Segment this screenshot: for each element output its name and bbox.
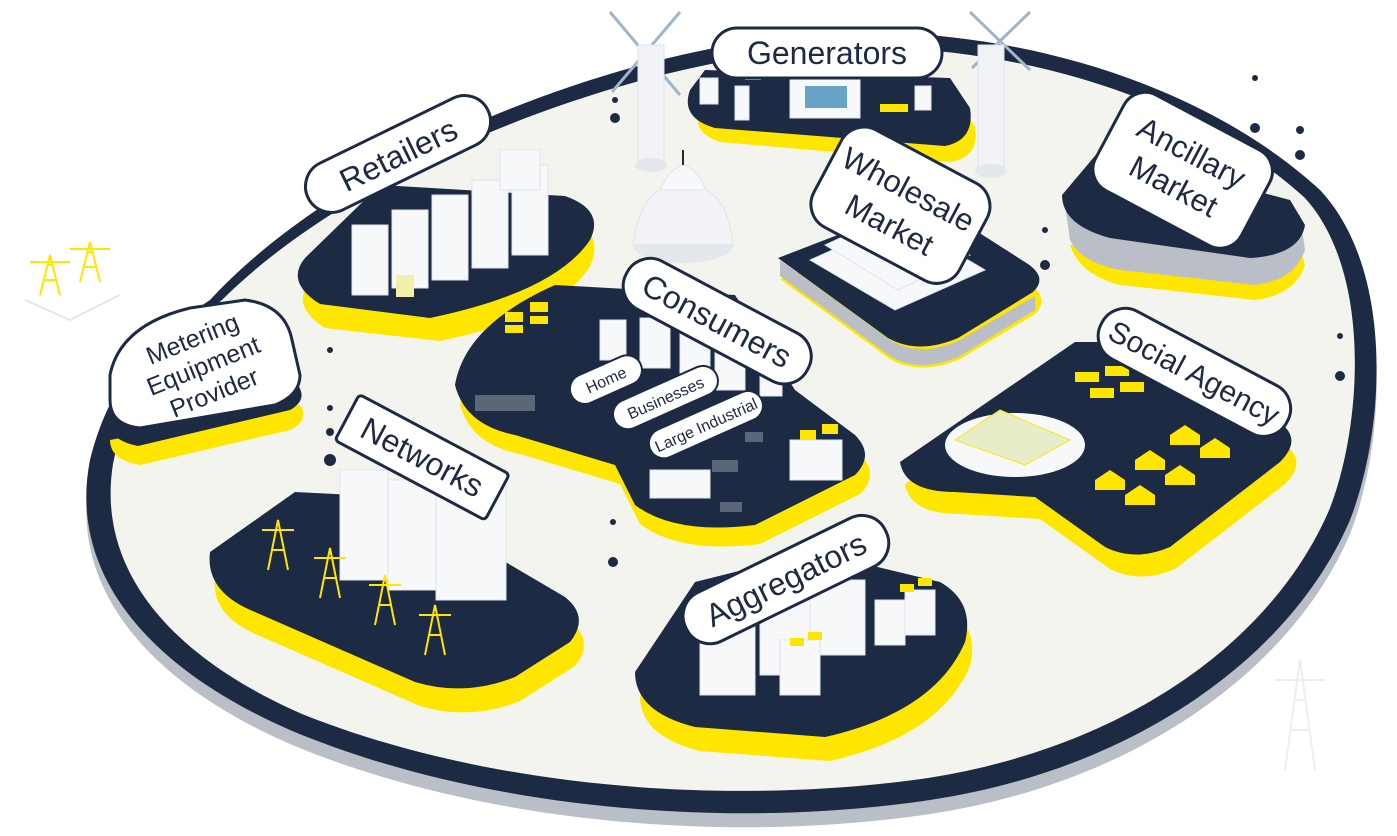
generators-label-text: Generators	[747, 35, 907, 71]
metering-zone: Metering Equipment Provider	[108, 298, 304, 465]
generators-label: Generators	[710, 26, 944, 80]
dome-tower	[632, 150, 734, 263]
distant-pylon-right	[1275, 659, 1325, 771]
metering-label: Metering Equipment Provider	[108, 298, 302, 430]
distant-pylons-left	[24, 241, 121, 322]
networks-zone: Networks	[209, 394, 584, 713]
pole-markers	[324, 75, 1345, 567]
